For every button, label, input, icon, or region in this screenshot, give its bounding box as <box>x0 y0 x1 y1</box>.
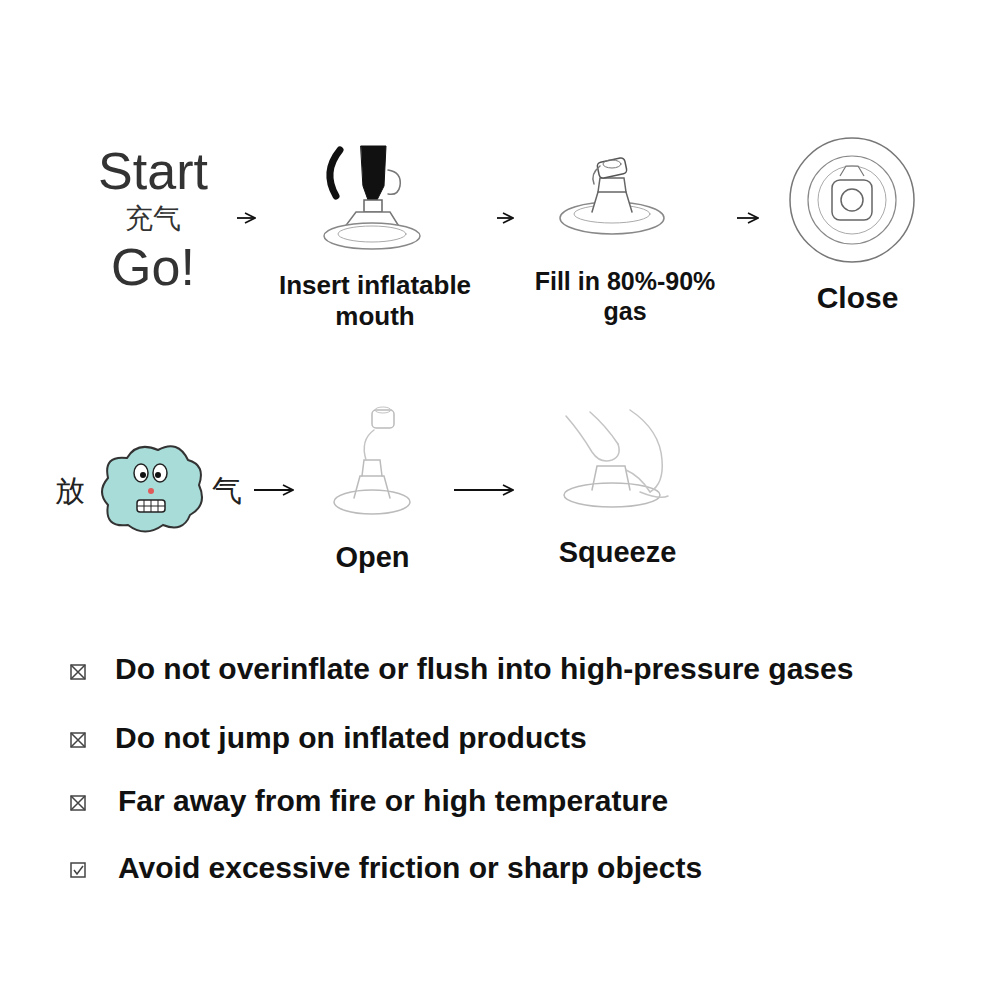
cross-checkbox <box>71 665 85 679</box>
open-illustration <box>364 430 374 460</box>
open-illustration <box>334 490 410 514</box>
fill-illustration <box>597 157 628 178</box>
step-label: Fill in 80%-90% gas <box>532 266 718 326</box>
safety-rule: Avoid excessive friction or sharp object… <box>118 850 702 886</box>
step-label: Squeeze <box>520 535 715 570</box>
fill-illustration <box>603 160 621 168</box>
cross-checkbox <box>71 796 85 810</box>
squeeze-illustration <box>590 412 618 444</box>
close-illustration <box>808 156 896 244</box>
flow-arrow <box>237 217 255 219</box>
open-illustration <box>334 407 410 514</box>
deflate-step: 放气 <box>50 445 247 540</box>
open-illustration <box>375 407 391 413</box>
insert-illustration <box>330 150 340 196</box>
safety-rule: Far away from fire or high temperature <box>118 783 668 819</box>
step-close: Close <box>765 135 952 325</box>
insert-illustration <box>388 170 400 194</box>
insert-illustration <box>364 200 382 212</box>
step-label-part: 气 <box>208 473 245 509</box>
fill-illustration <box>598 178 626 192</box>
flow-arrow <box>737 217 758 219</box>
fill-illustration <box>592 192 632 212</box>
fill-illustration <box>593 166 600 184</box>
tick-checkbox <box>74 866 83 874</box>
step-label-part: Go! <box>78 236 228 298</box>
step-open: Open <box>300 400 447 585</box>
step-label: Start <box>78 140 228 202</box>
squeeze-illustration <box>630 410 662 492</box>
cloud-face <box>134 464 148 482</box>
step-squeeze: Squeeze <box>520 400 717 580</box>
safety-rule: Do not jump on inflated products <box>115 720 587 756</box>
squeeze-illustration <box>566 416 619 461</box>
insert-illustration <box>338 226 406 242</box>
fill-illustration <box>560 157 664 234</box>
step-fill: Fill in 80%-90% gas <box>520 140 730 340</box>
flow-arrow <box>254 489 293 491</box>
close-illustration <box>841 189 863 211</box>
insert-illustration <box>324 223 420 249</box>
cloud-face <box>102 446 202 531</box>
tick-checkbox <box>71 863 85 877</box>
squeeze-illustration <box>592 466 630 490</box>
step-label-part: 充气 <box>78 202 228 236</box>
cross-checkbox <box>71 796 85 810</box>
open-illustration <box>354 476 390 498</box>
step-label: Close <box>765 280 950 316</box>
close-illustration <box>840 166 864 176</box>
cloud-face <box>155 472 161 478</box>
squeeze-illustration <box>564 410 668 507</box>
cloud-face <box>153 464 167 482</box>
close-illustration <box>790 138 914 262</box>
step-insert: Insert inflatable mouth <box>262 140 490 340</box>
cross-checkbox <box>71 665 85 810</box>
insert-illustration <box>361 146 386 200</box>
cross-checkbox <box>71 733 85 747</box>
close-illustration <box>818 166 886 234</box>
cross-checkbox <box>71 733 85 747</box>
squeeze-illustration <box>640 492 668 497</box>
close-illustration <box>790 138 914 262</box>
step-label: 放 <box>50 473 90 509</box>
close-illustration <box>832 180 872 220</box>
tick-checkbox <box>71 863 85 877</box>
cloud-face <box>148 488 154 494</box>
flow-arrow <box>497 217 513 219</box>
open-illustration <box>362 460 382 476</box>
step-label: Insert inflatable mouth <box>262 270 488 332</box>
squeeze-illustration <box>626 470 650 492</box>
cloud-face <box>137 500 165 512</box>
insert-illustration <box>324 146 420 249</box>
cloud-face <box>140 472 146 478</box>
cross-checkbox <box>71 665 85 679</box>
cloud-face <box>102 446 202 531</box>
step-label: Open <box>300 540 445 575</box>
cloud-face <box>137 500 165 512</box>
safety-rule: Do not overinflate or flush into high-pr… <box>115 651 853 687</box>
start-step: Start充气Go! <box>78 140 230 300</box>
flow-arrow <box>454 489 513 491</box>
